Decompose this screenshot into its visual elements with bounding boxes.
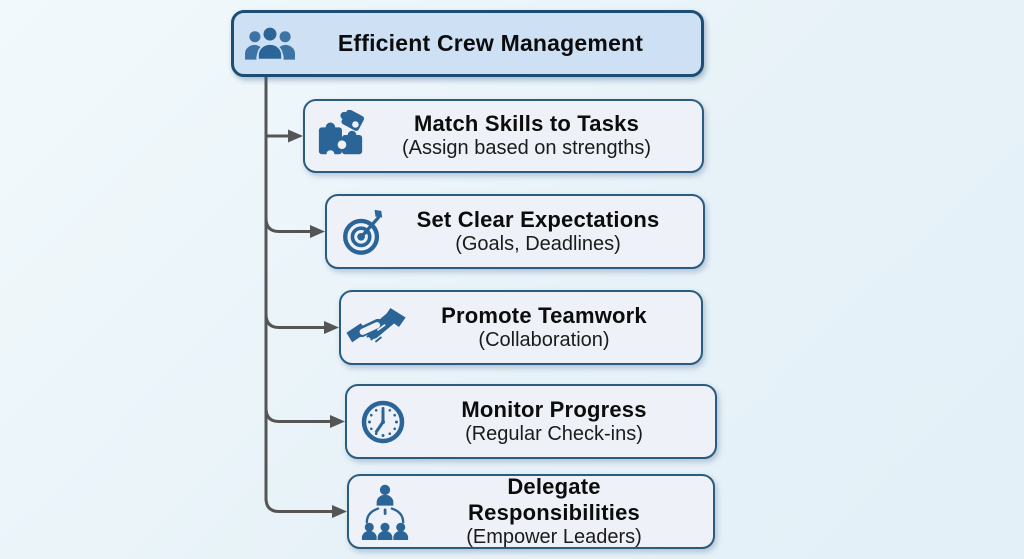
node-subtitle: (Goals, Deadlines)	[455, 232, 621, 255]
clock-icon	[347, 398, 419, 446]
node-promote-teamwork: Promote Teamwork (Collaboration)	[339, 290, 703, 365]
node-title: Delegate Responsibilities	[468, 473, 640, 525]
node-monitor-progress: Monitor Progress (Regular Check-ins)	[345, 384, 717, 459]
puzzle-icon	[305, 110, 377, 162]
node-subtitle: (Collaboration)	[478, 328, 610, 351]
node-set-clear-expectations: Set Clear Expectations (Goals, Deadlines…	[325, 194, 705, 269]
node-delegate-responsibilities: Delegate Responsibilities (Empower Leade…	[347, 474, 715, 549]
node-match-skills-to-tasks: Match Skills to Tasks (Assign based on s…	[303, 99, 704, 173]
arrowheads	[288, 129, 347, 518]
node-subtitle: (Assign based on strengths)	[401, 137, 652, 160]
node-title: Match Skills to Tasks	[413, 111, 640, 137]
handshake-icon	[341, 307, 413, 349]
root-node-efficient-crew-management: Efficient Crew Management	[231, 10, 704, 77]
root-title: Efficient Crew Management	[337, 29, 644, 56]
node-title: Promote Teamwork	[441, 302, 647, 328]
target-icon	[327, 205, 399, 259]
org-chart-icon	[349, 483, 421, 540]
users-icon	[234, 24, 306, 64]
node-subtitle: (Empower Leaders)	[466, 525, 642, 548]
node-subtitle: (Regular Check-ins)	[465, 422, 643, 445]
node-title: Monitor Progress	[461, 396, 647, 422]
node-title: Set Clear Expectations	[416, 206, 660, 232]
